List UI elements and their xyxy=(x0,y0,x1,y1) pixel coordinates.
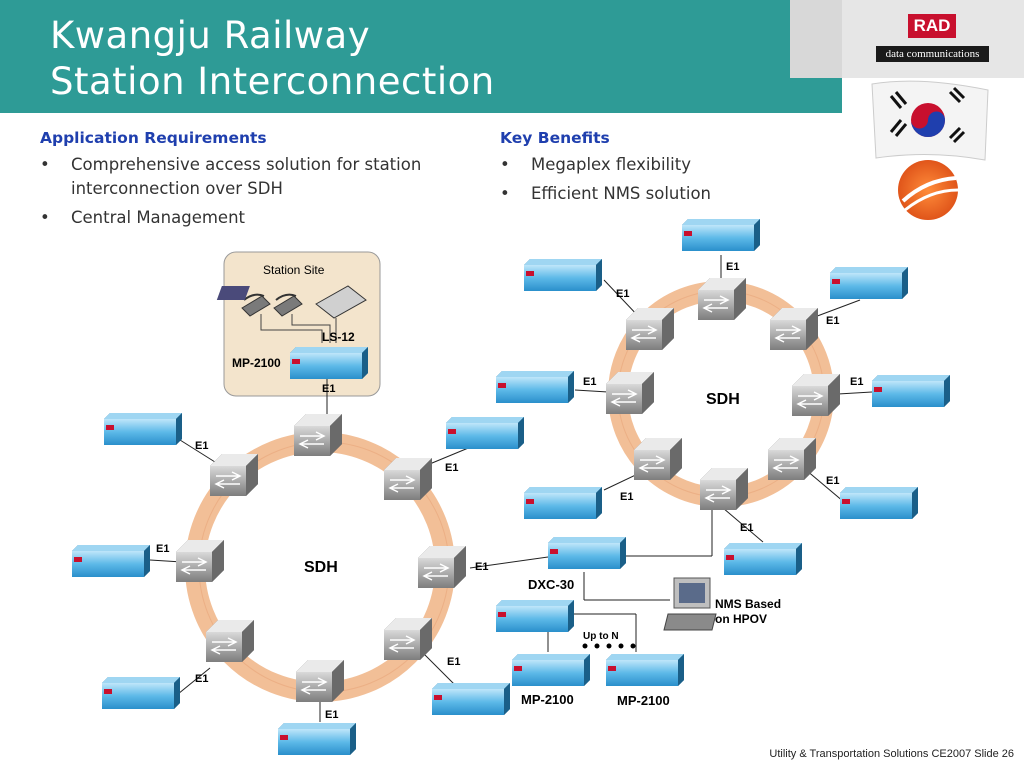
e1-label: E1 xyxy=(156,543,169,555)
benefit-item: Megaplex flexibility xyxy=(500,153,800,177)
megaplex-device-icon xyxy=(290,347,368,379)
megaplex-device-icon xyxy=(496,600,574,632)
logo-panel xyxy=(842,0,1024,78)
megaplex-device-icon xyxy=(278,723,356,755)
telephone-icon xyxy=(273,293,303,317)
megaplex-device-icon xyxy=(724,543,802,575)
sdh-node-icon xyxy=(697,277,747,321)
sdh-node-icon xyxy=(633,437,683,481)
station-mp2100-label: MP-2100 xyxy=(232,356,281,370)
dxc30-device-icon xyxy=(548,537,626,569)
e1-label: E1 xyxy=(583,376,596,388)
megaplex-device-icon xyxy=(840,487,918,519)
slide-footer: Utility & Transportation Solutions CE200… xyxy=(769,748,1014,760)
sdh-node-icon xyxy=(209,453,259,497)
megaplex-device-icon xyxy=(524,259,602,291)
mp2100-device-icon xyxy=(606,654,684,686)
megaplex-device-icon xyxy=(496,371,574,403)
rad-logo-tagline: data communications xyxy=(876,46,989,62)
sdh-right-label: SDH xyxy=(706,391,740,408)
sdh-node-icon xyxy=(175,539,225,583)
up-to-n-label: Up to N xyxy=(583,631,619,642)
computer-terminal-icon xyxy=(216,285,367,319)
rad-logo-mark: RAD xyxy=(908,14,956,38)
e1-label: E1 xyxy=(325,709,338,721)
sdh-node-icon xyxy=(295,659,345,703)
sdh-node-icon xyxy=(383,457,433,501)
nms-label-line-1: NMS Based xyxy=(715,597,781,611)
sdh-node-icon xyxy=(293,413,343,457)
ls12-label: LS-12 xyxy=(322,330,355,344)
nms-label-line-2: on HPOV xyxy=(715,612,767,626)
sdh-node-icon xyxy=(767,437,817,481)
title-line-1: Kwangju Railway xyxy=(50,14,371,57)
sdh-node-icon xyxy=(205,619,255,663)
station-site-label: Station Site xyxy=(263,263,325,277)
benefits-heading: Key Benefits xyxy=(500,129,610,147)
e1-label: E1 xyxy=(826,315,839,327)
e1-label: E1 xyxy=(195,673,208,685)
e1-label: E1 xyxy=(616,288,629,300)
sdh-left-label: SDH xyxy=(304,559,338,576)
requirements-section: Application Requirements Comprehensive a… xyxy=(40,129,480,235)
korea-flag-icon xyxy=(871,80,989,161)
megaplex-device-icon xyxy=(432,683,510,715)
e1-label: E1 xyxy=(445,462,458,474)
mp2100-device-icon xyxy=(512,654,590,686)
sdh-node-icon xyxy=(383,617,433,661)
benefits-section: Key Benefits Megaplex flexibility Effici… xyxy=(500,129,800,211)
megaplex-device-icon xyxy=(102,677,180,709)
megaplex-device-icon xyxy=(72,545,150,577)
e1-label: E1 xyxy=(475,561,488,573)
e1-label: E1 xyxy=(850,376,863,388)
requirement-item: Comprehensive access solution for statio… xyxy=(40,153,480,201)
mp2100-label-b: MP-2100 xyxy=(617,693,670,708)
sdh-node-icon xyxy=(625,307,675,351)
requirement-item: Central Management xyxy=(40,206,480,230)
telephone-icon xyxy=(241,293,271,317)
e1-label: E1 xyxy=(620,491,633,503)
sdh-node-icon xyxy=(769,307,819,351)
header-accent xyxy=(790,0,842,78)
sdh-node-icon xyxy=(417,545,467,589)
e1-label: E1 xyxy=(195,440,208,452)
title-line-2: Station Interconnection xyxy=(50,60,495,103)
e1-label: E1 xyxy=(740,522,753,534)
e1-label: E1 xyxy=(726,261,739,273)
megaplex-device-icon xyxy=(872,375,950,407)
requirements-heading: Application Requirements xyxy=(40,129,267,147)
sdh-node-icon xyxy=(699,467,749,511)
title-banner: Kwangju Railway Station Interconnection xyxy=(0,0,842,113)
mp2100-label-a: MP-2100 xyxy=(521,692,574,707)
megaplex-device-icon xyxy=(682,219,760,251)
rad-logo: RAD data communications xyxy=(876,12,989,64)
e1-label: E1 xyxy=(826,475,839,487)
dxc30-label: DXC-30 xyxy=(528,577,574,592)
megaplex-device-icon xyxy=(830,267,908,299)
megaplex-device-icon xyxy=(104,413,182,445)
sdh-node-icon xyxy=(791,373,841,417)
e1-label: E1 xyxy=(447,656,460,668)
railway-logo-icon xyxy=(898,160,959,220)
ellipsis-dots xyxy=(582,643,636,649)
e1-label: E1 xyxy=(322,383,335,395)
sdh-node-icon xyxy=(605,371,655,415)
nms-workstation-icon xyxy=(663,577,717,631)
megaplex-device-icon xyxy=(446,417,524,449)
megaplex-device-icon xyxy=(524,487,602,519)
benefit-item: Efficient NMS solution xyxy=(500,182,800,206)
